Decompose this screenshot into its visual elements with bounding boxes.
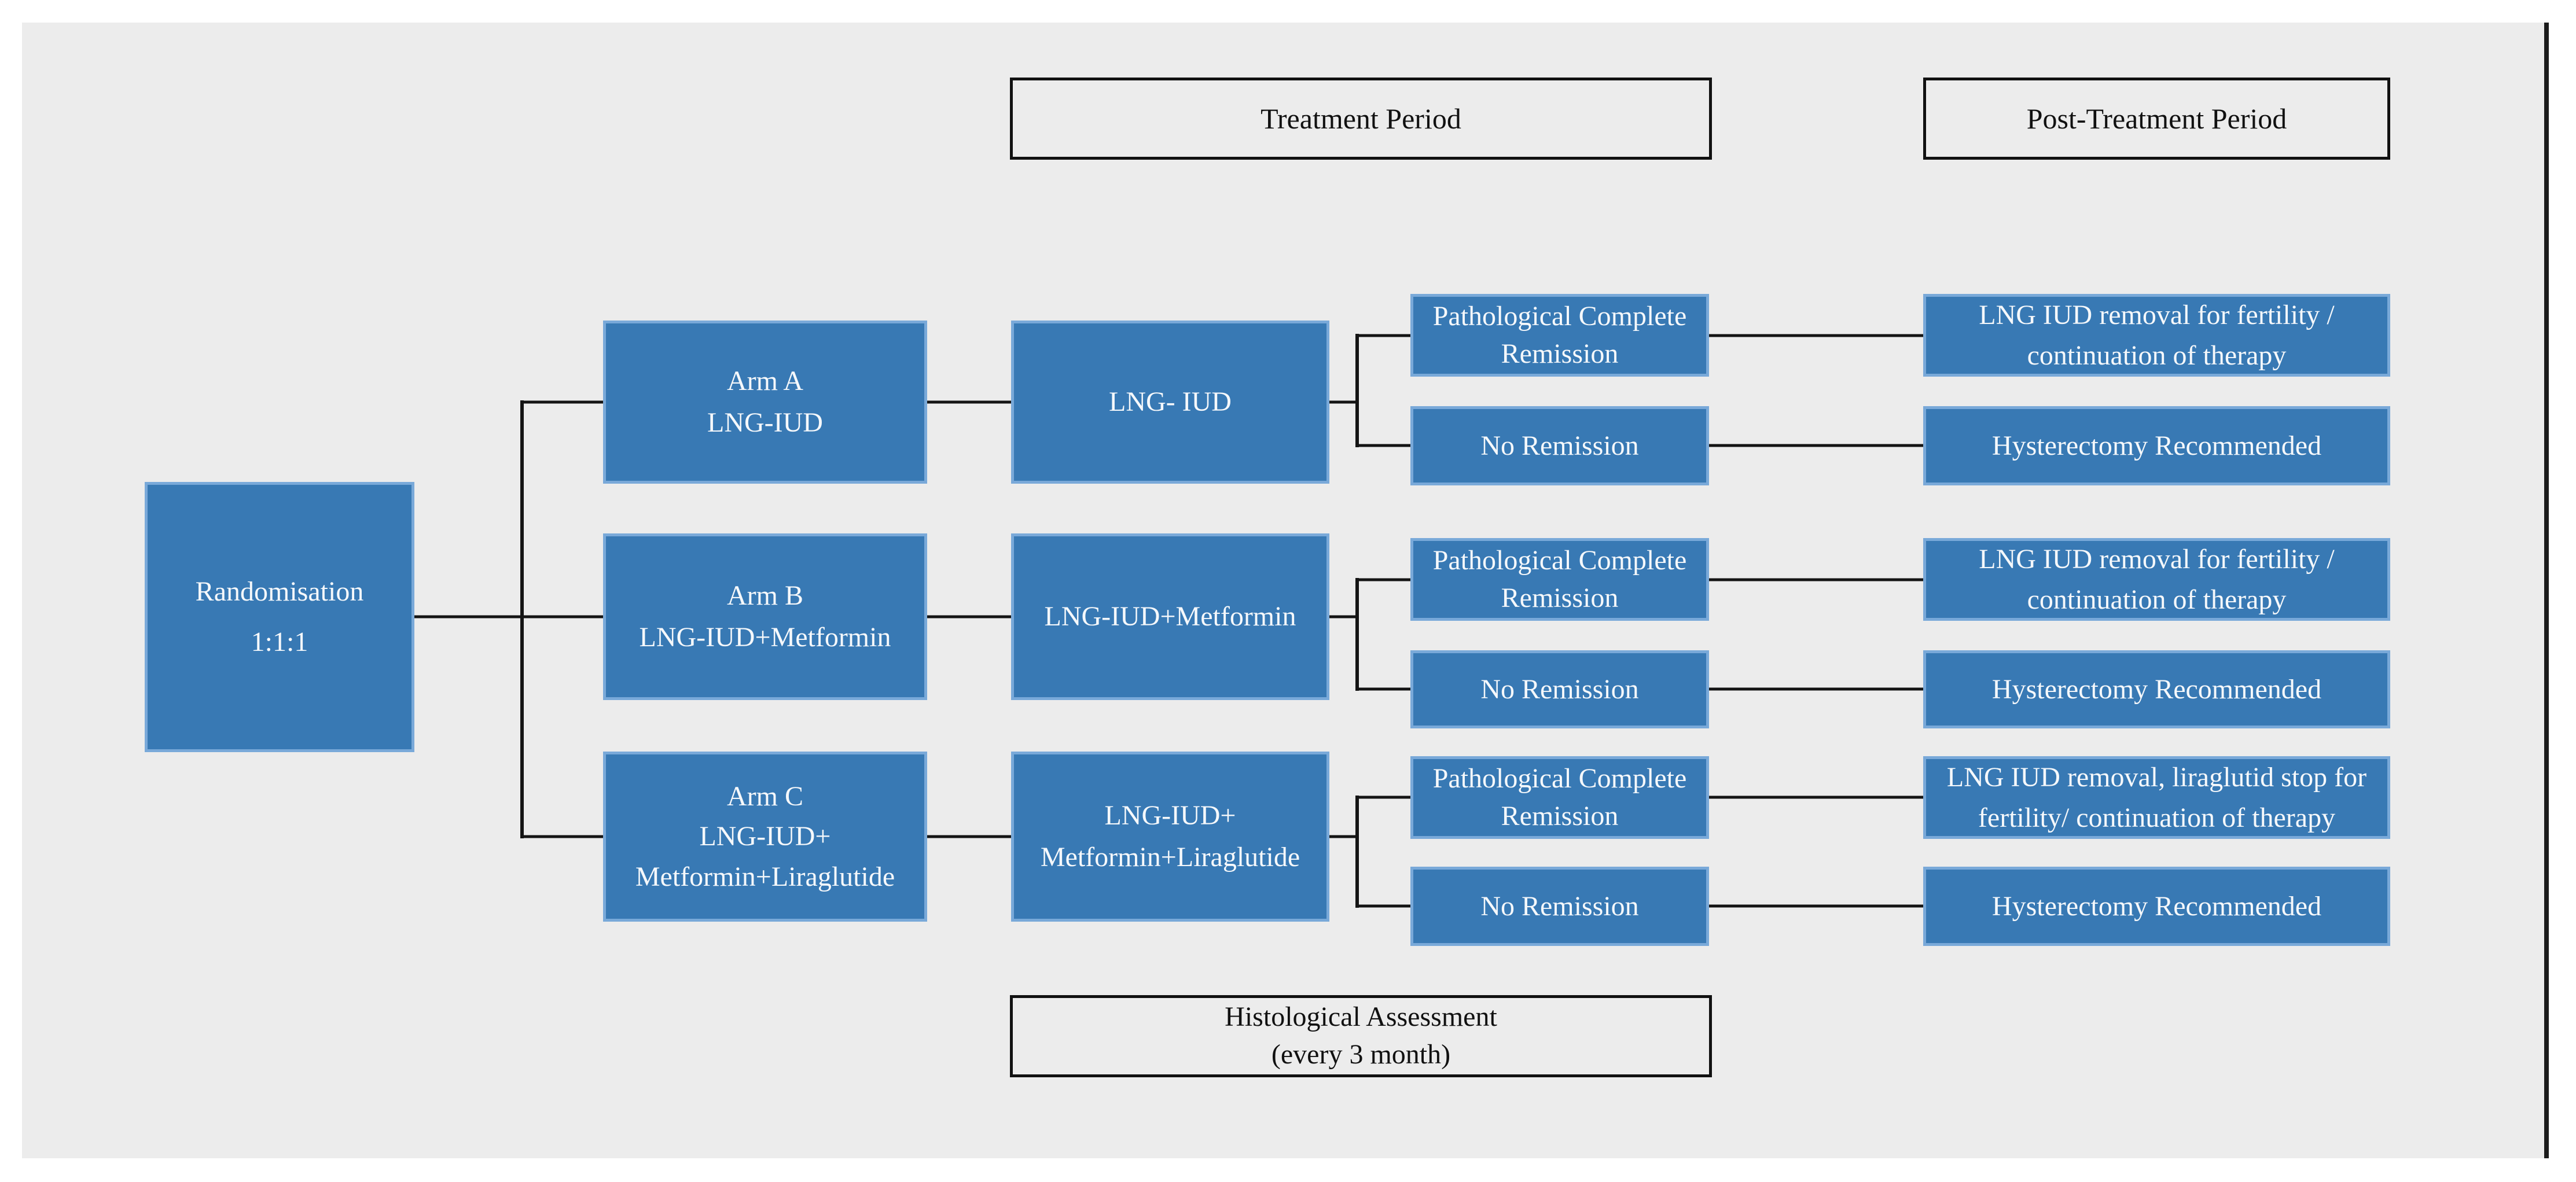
remission-row3-no-label: No Remission: [1480, 890, 1639, 922]
arm-c-box: Arm C LNG-IUD+ Metformin+Liraglutide: [603, 752, 927, 922]
arm-c-line3: Metformin+Liraglutide: [635, 861, 895, 892]
outcome-box-row3-removal: LNG IUD removal, liraglutid stop for fer…: [1923, 756, 2390, 839]
arm-a-line2: LNG-IUD: [707, 407, 823, 438]
arm-a-line1: Arm A: [727, 366, 803, 396]
treatment-lng-iud-metformin-box: LNG-IUD+Metformin: [1011, 533, 1329, 700]
outcome-box-row1-removal: LNG IUD removal for fertility / continua…: [1923, 294, 2390, 377]
outcome-box-row3-hysterectomy: Hysterectomy Recommended: [1923, 867, 2390, 946]
treatment-lng-iud-box: LNG- IUD: [1011, 321, 1329, 484]
remission-row2-pcr-label: Pathological Complete Remission: [1432, 544, 1687, 613]
post-treatment-period-header: Post-Treatment Period: [1923, 78, 2390, 160]
remission-box-row3-pcr: Pathological Complete Remission: [1410, 756, 1709, 839]
treatment-lng-iud-metformin-label: LNG-IUD+Metformin: [1044, 601, 1296, 632]
remission-box-row2-no-remission: No Remission: [1410, 650, 1709, 728]
treatment-lng-iud-label: LNG- IUD: [1109, 386, 1232, 417]
outcome-box-row2-removal: LNG IUD removal for fertility / continua…: [1923, 538, 2390, 621]
arm-b-line2: LNG-IUD+Metformin: [639, 622, 891, 653]
remission-box-row3-no-remission: No Remission: [1410, 867, 1709, 946]
remission-row1-pcr-label: Pathological Complete Remission: [1432, 300, 1687, 369]
randomisation-line1: Randomisation: [195, 576, 364, 607]
remission-row3-pcr-label: Pathological Complete Remission: [1432, 763, 1687, 831]
outcome-row3-removal-label: LNG IUD removal, liraglutid stop for fer…: [1946, 761, 2367, 833]
post-treatment-period-label: Post-Treatment Period: [2026, 102, 2287, 135]
arm-b-line1: Arm B: [727, 580, 803, 611]
treatment-lng-iud-metformin-liraglutide-box: LNG-IUD+ Metformin+Liraglutide: [1011, 752, 1329, 922]
outcome-box-row2-hysterectomy: Hysterectomy Recommended: [1923, 650, 2390, 728]
histological-assessment-box: Histological Assessment (every 3 month): [1010, 995, 1712, 1077]
outcome-row2-removal-label: LNG IUD removal for fertility / continua…: [1979, 543, 2335, 615]
arm-b-box: Arm B LNG-IUD+Metformin: [603, 533, 927, 700]
remission-box-row2-pcr: Pathological Complete Remission: [1410, 538, 1709, 621]
outcome-row3-hysterectomy-label: Hysterectomy Recommended: [1991, 890, 2322, 922]
scrollbar[interactable]: [2544, 23, 2549, 1158]
outcome-row1-hysterectomy-label: Hysterectomy Recommended: [1991, 430, 2322, 461]
outcome-row2-hysterectomy-label: Hysterectomy Recommended: [1991, 673, 2322, 705]
histological-line2: (every 3 month): [1271, 1039, 1451, 1070]
remission-row2-no-label: No Remission: [1480, 673, 1639, 705]
remission-row1-no-label: No Remission: [1480, 430, 1639, 461]
randomisation-line2: 1:1:1: [251, 626, 308, 657]
outcome-row1-removal-label: LNG IUD removal for fertility / continua…: [1979, 299, 2335, 371]
remission-box-row1-pcr: Pathological Complete Remission: [1410, 294, 1709, 377]
arm-c-line2: LNG-IUD+: [699, 821, 831, 852]
arm-a-box: Arm A LNG-IUD: [603, 321, 927, 484]
randomisation-box: Randomisation 1:1:1: [145, 482, 414, 752]
outcome-box-row1-hysterectomy: Hysterectomy Recommended: [1923, 406, 2390, 485]
arm-c-line1: Arm C: [727, 780, 803, 812]
histological-line1: Histological Assessment: [1225, 1001, 1497, 1033]
treatment-period-header: Treatment Period: [1010, 78, 1712, 160]
treatment-period-label: Treatment Period: [1261, 102, 1461, 135]
remission-box-row1-no-remission: No Remission: [1410, 406, 1709, 485]
treatment-lira-line2: Metformin+Liraglutide: [1040, 842, 1300, 872]
treatment-lira-line1: LNG-IUD+: [1104, 800, 1236, 831]
